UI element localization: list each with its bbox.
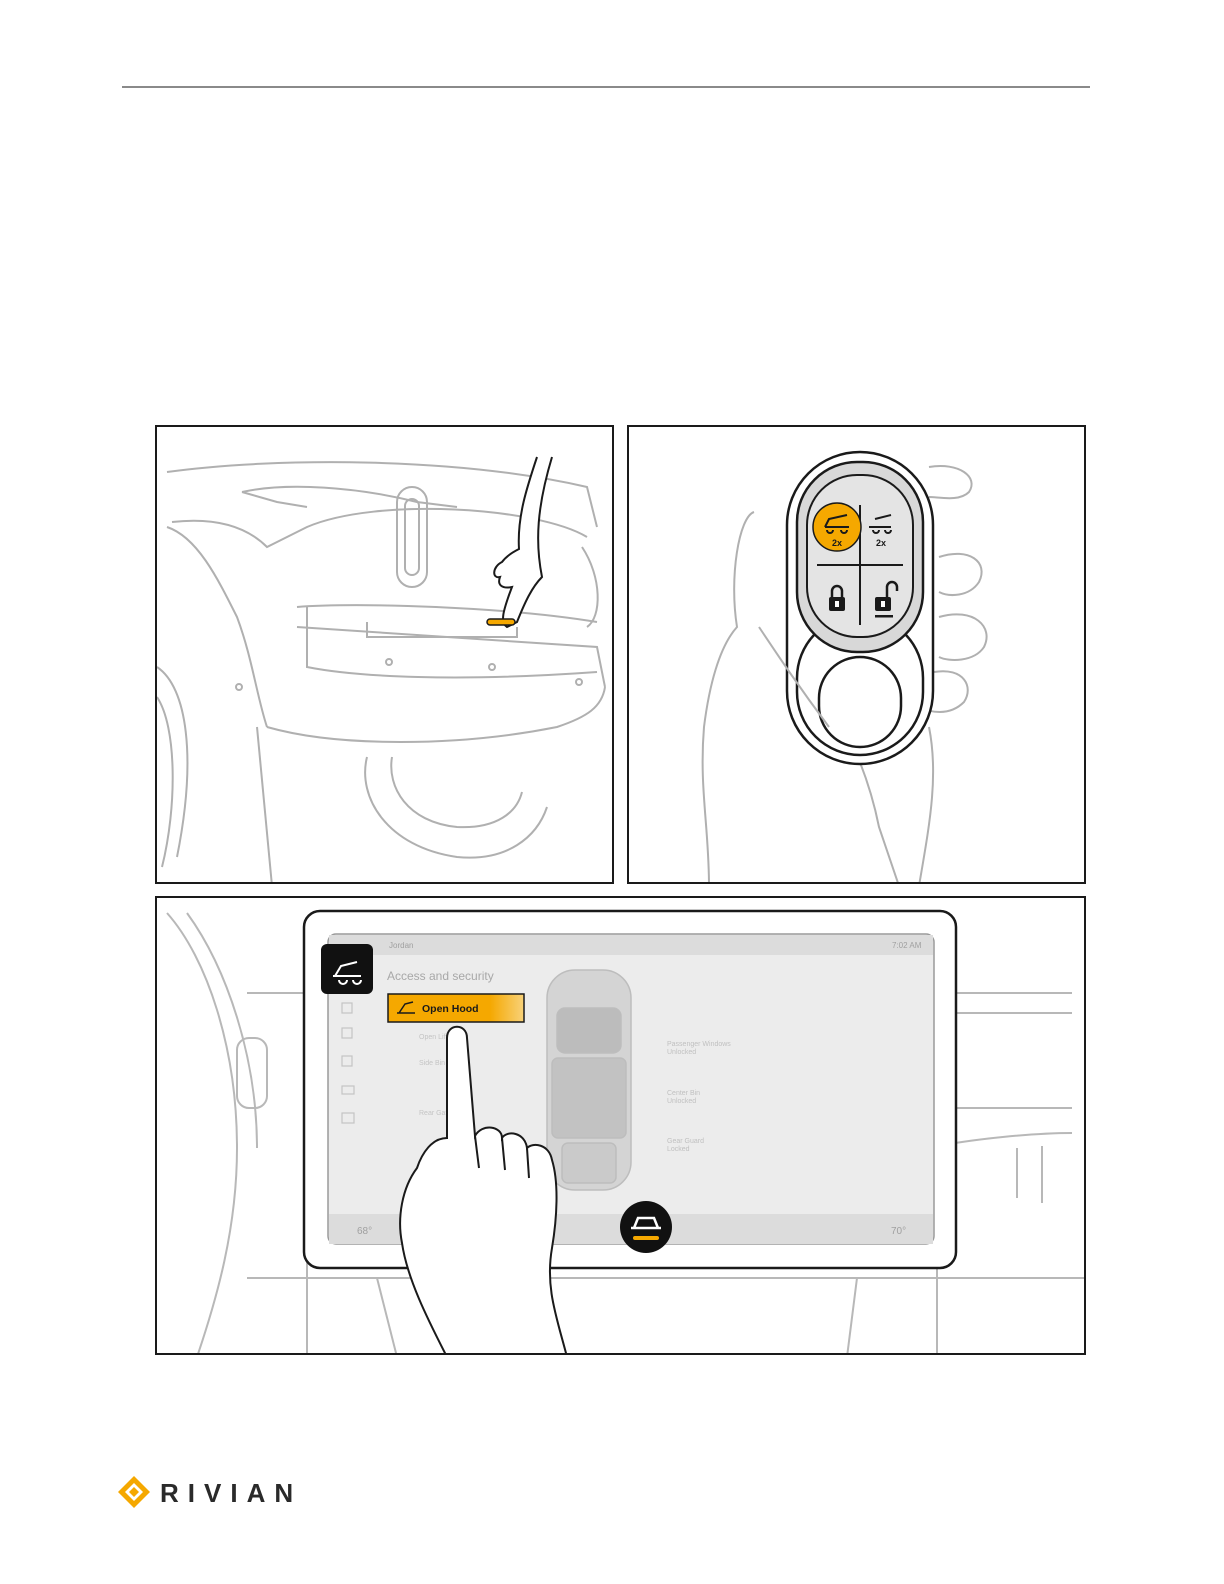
vehicle-topdown xyxy=(547,970,631,1190)
fob-drawing: 2x 2x xyxy=(629,427,1086,884)
rivian-logo: RIVIAN xyxy=(116,1474,286,1512)
section-title: Access and security xyxy=(387,969,494,983)
bumper-drawing xyxy=(157,427,614,884)
frunk-button[interactable]: 2x xyxy=(813,503,861,551)
fob-body xyxy=(787,452,933,764)
right-item-3-label[interactable]: Gear Guard xyxy=(667,1138,704,1145)
top-rule xyxy=(122,86,1090,88)
release-button-highlight xyxy=(487,619,515,625)
liftgate-badge: 2x xyxy=(876,538,886,548)
status-time: 7:02 AM xyxy=(892,941,922,950)
rivian-compass-icon xyxy=(116,1474,152,1510)
right-item-1-sub: Unlocked xyxy=(667,1049,696,1056)
rivian-wordmark: RIVIAN xyxy=(160,1478,302,1509)
frunk-badge: 2x xyxy=(832,538,842,548)
menu-item-2[interactable]: Side Bin xyxy=(419,1060,445,1067)
status-bar xyxy=(329,935,933,955)
open-hood-button[interactable]: Open Hood xyxy=(388,994,524,1022)
open-hood-label: Open Hood xyxy=(422,1003,479,1015)
screen-drawing: Jordan 7:02 AM 68° 70° Access and securi… xyxy=(157,898,1086,1355)
temp-right: 70° xyxy=(891,1226,906,1237)
temp-left: 68° xyxy=(357,1226,372,1237)
right-item-3-sub: Locked xyxy=(667,1146,690,1153)
vehicle-tab-button[interactable] xyxy=(620,1201,672,1253)
right-item-2-sub: Unlocked xyxy=(667,1098,696,1105)
bumper-release-illustration xyxy=(155,425,614,884)
key-fob-illustration: 2x 2x xyxy=(627,425,1086,884)
access-app-icon[interactable] xyxy=(321,944,373,994)
status-profile: Jordan xyxy=(389,941,413,950)
center-screen-illustration: Jordan 7:02 AM 68° 70° Access and securi… xyxy=(155,896,1086,1355)
right-item-1-label[interactable]: Passenger Windows xyxy=(667,1041,731,1048)
right-item-2-label[interactable]: Center Bin xyxy=(667,1090,700,1097)
